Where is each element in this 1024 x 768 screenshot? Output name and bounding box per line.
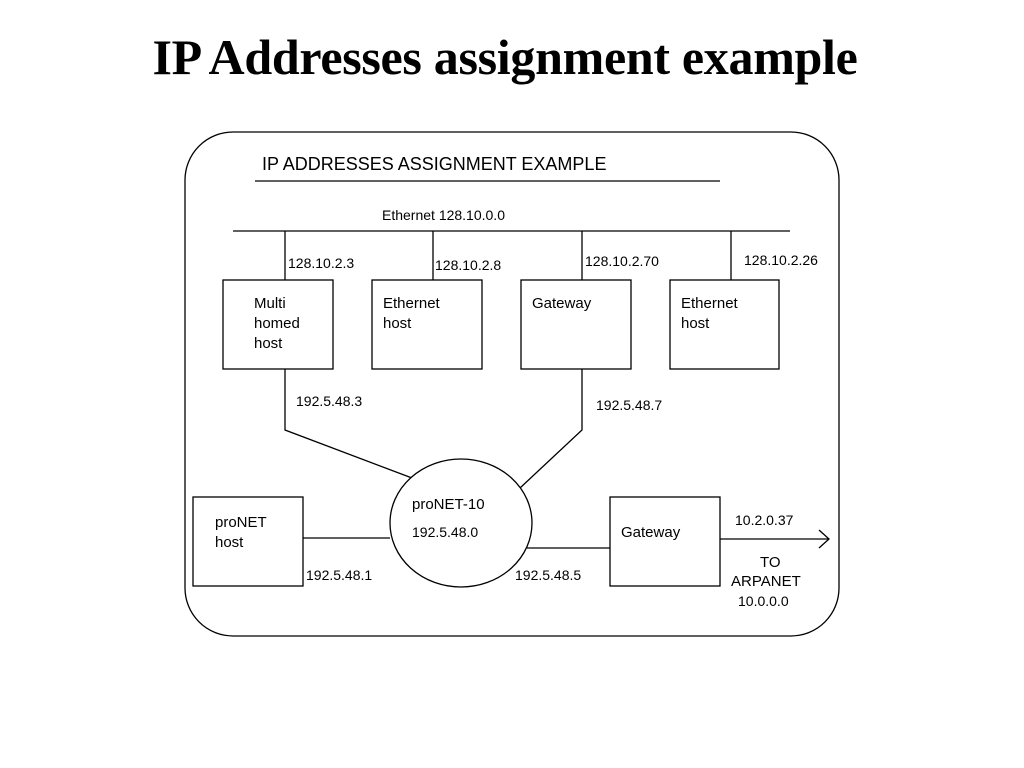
- address-gateway: 128.10.2.70: [585, 253, 659, 269]
- host-label-line: proNET: [215, 514, 267, 531]
- gateway-label: Gateway: [621, 524, 681, 541]
- host-label-line: homed: [254, 315, 300, 332]
- arpanet-line: 10.0.0.0: [738, 593, 789, 609]
- host-label-line: Gateway: [532, 295, 592, 312]
- host-label-line: host: [254, 335, 283, 352]
- pronet-ring: proNET-10 192.5.48.0: [389, 458, 533, 588]
- address-pronet-host: 192.5.48.1: [306, 567, 372, 583]
- arpanet-line: ARPANET: [731, 573, 801, 590]
- diagram-heading: IP ADDRESSES ASSIGNMENT EXAMPLE: [262, 154, 606, 174]
- pronet-network: 192.5.48.0: [412, 524, 478, 540]
- address-gateway-pronet: 192.5.48.7: [596, 397, 662, 413]
- host-label-line: host: [383, 315, 412, 332]
- slide-title: IP Addresses assignment example: [152, 29, 858, 85]
- address-ethernet-host-2: 128.10.2.26: [744, 252, 818, 268]
- arpanet-line: TO: [760, 554, 781, 571]
- link-multihomed-pronet: [284, 369, 413, 479]
- pronet-host: proNET host: [192, 496, 304, 587]
- address-ethernet-host-1: 128.10.2.8: [435, 257, 501, 273]
- pronet-name: proNET-10: [412, 496, 485, 513]
- host-label-line: host: [681, 315, 710, 332]
- ethernet-label: Ethernet 128.10.0.0: [382, 207, 505, 223]
- host-gateway: Gateway: [520, 279, 632, 370]
- host-label-line: host: [215, 534, 244, 551]
- host-label-line: Multi: [254, 295, 286, 312]
- host-ethernet-1: Ethernet host: [371, 279, 483, 370]
- arpanet-gateway: Gateway: [609, 496, 721, 587]
- link-gateway-pronet: [519, 369, 583, 489]
- arrow-right-icon: [818, 529, 830, 549]
- address-arpanet-gateway: 10.2.0.37: [735, 512, 794, 528]
- address-multihomed-pronet: 192.5.48.3: [296, 393, 362, 409]
- host-label-line: Ethernet: [681, 295, 739, 312]
- host-ethernet-2: Ethernet host: [669, 279, 780, 370]
- host-multihomed: Multi homed host: [222, 279, 334, 370]
- host-label-line: Ethernet: [383, 295, 441, 312]
- address-arpanet-gateway-pronet: 192.5.48.5: [515, 567, 581, 583]
- address-multihomed: 128.10.2.3: [288, 255, 354, 271]
